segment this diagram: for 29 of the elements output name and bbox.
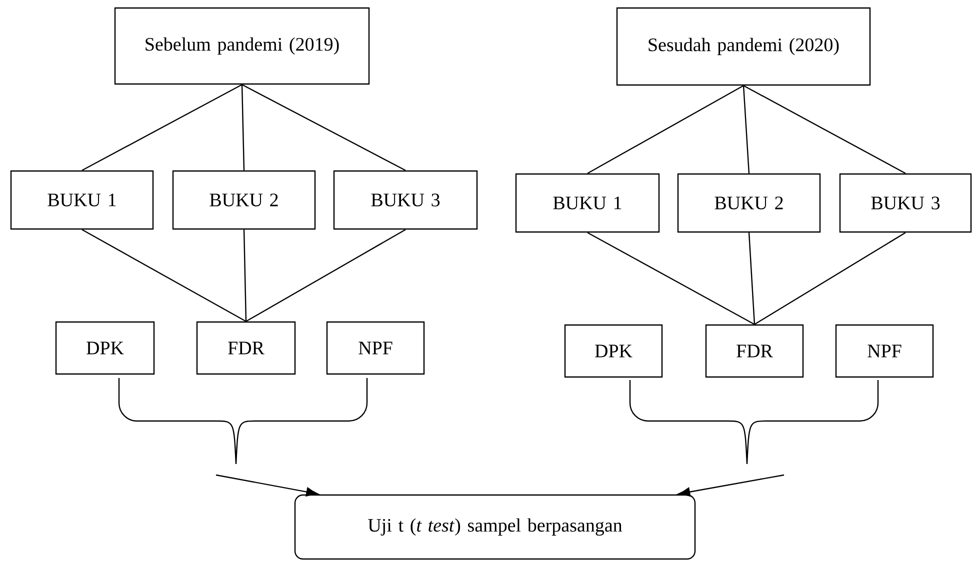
connector-line	[587, 232, 755, 325]
process-box: Sesudah pandemi (2020)	[616, 7, 871, 86]
arrow	[216, 474, 318, 496]
arrow	[678, 474, 784, 497]
process-box: FDR	[196, 321, 296, 375]
process-box: BUKU 3	[839, 173, 972, 233]
process-box: NPF	[835, 324, 934, 378]
process-box: BUKU 2	[172, 170, 316, 230]
process-box: NPF	[326, 321, 425, 375]
connector-line	[754, 232, 906, 325]
connector-line	[742, 86, 750, 174]
process-box: DPK	[55, 321, 155, 375]
process-box: BUKU 2	[677, 173, 821, 233]
connector-line	[82, 229, 246, 322]
connector-line	[743, 85, 906, 174]
connector-line	[241, 84, 245, 170]
process-box: DPK	[564, 324, 663, 378]
process-box: FDR	[705, 324, 804, 378]
process-box: BUKU 3	[333, 170, 478, 230]
connector-line	[587, 85, 744, 174]
connector-line	[242, 84, 406, 171]
process-box: Sebelum pandemi (2019)	[114, 7, 370, 85]
result-box: Uji t (t test) sampel berpasangan	[294, 494, 696, 560]
connector-line	[748, 232, 756, 324]
process-box: BUKU 1	[10, 170, 154, 230]
connector-line	[82, 84, 242, 171]
process-box: BUKU 1	[515, 173, 660, 233]
connector-line	[243, 230, 247, 322]
connector-line	[246, 229, 406, 322]
